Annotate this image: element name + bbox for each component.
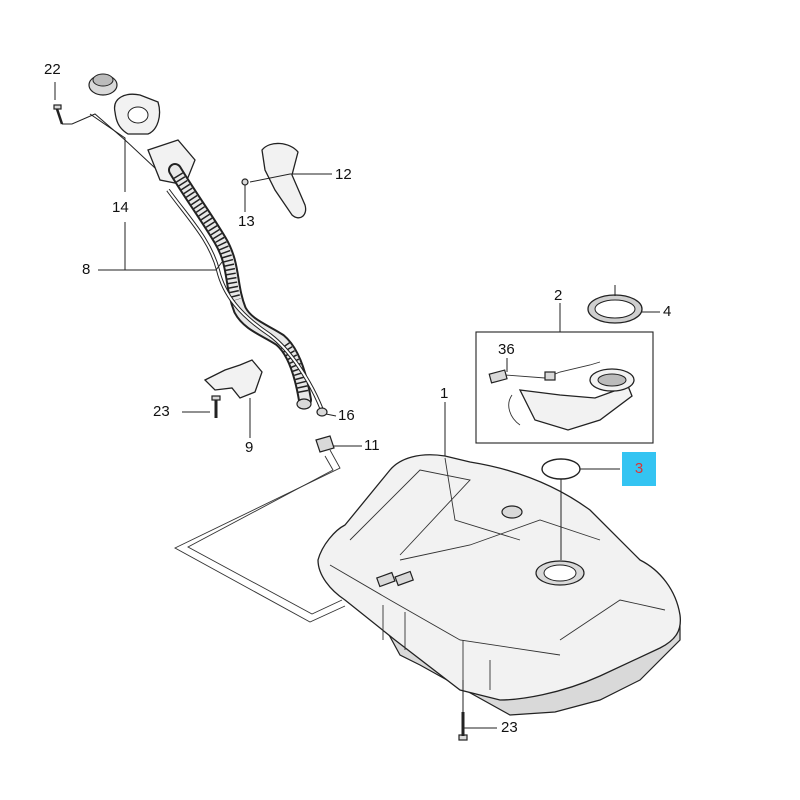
tank-ridge-4 — [559, 599, 666, 641]
callout-1: 1 — [440, 385, 449, 402]
callout-11: 11 — [364, 437, 380, 454]
callout-13: 13 — [238, 213, 255, 230]
hose-clamp-16 — [316, 407, 328, 417]
bolt-22-part — [53, 104, 64, 125]
lock-ring-4 — [587, 294, 643, 324]
tank-vent-port — [501, 505, 523, 519]
bracket-12 — [261, 142, 307, 219]
callout-2: 2 — [554, 287, 563, 304]
tank-ridge-5 — [329, 564, 561, 656]
callout-4: 4 — [663, 303, 672, 320]
bolt-13 — [241, 178, 249, 186]
callout-9: 9 — [245, 439, 254, 456]
fuel-pump-module — [518, 385, 633, 431]
filler-bracket — [203, 359, 263, 418]
fuel-tank — [317, 454, 682, 716]
callout-12: 12 — [335, 166, 352, 183]
bolt-23-lower — [458, 712, 468, 741]
tank-pump-opening-inner — [543, 564, 577, 582]
callout-16: 16 — [338, 407, 355, 424]
tank-ridge-1 — [349, 469, 471, 556]
gasket-3 — [541, 458, 581, 480]
callout-23-upper: 23 — [153, 403, 170, 420]
tank-connector-a — [376, 571, 396, 588]
hose-clamp-lower — [296, 398, 312, 410]
tank-body — [317, 454, 682, 701]
bracket-9 — [203, 359, 263, 399]
callout-3-highlighted[interactable]: 3 — [622, 452, 656, 486]
callout-14: 14 — [112, 199, 129, 216]
callout-23-lower: 23 — [501, 719, 518, 736]
fuel-pump-assembly-box — [475, 331, 654, 444]
callout-8: 8 — [82, 261, 91, 278]
leader-lines — [54, 82, 660, 730]
heat-shield-bracket — [241, 142, 307, 219]
callout-36: 36 — [498, 341, 515, 358]
filler-pipe-assembly — [88, 73, 335, 453]
tank-ridge-3 — [399, 519, 601, 561]
tank-ridge-2 — [444, 457, 521, 541]
tank-connector-b — [394, 570, 414, 587]
callout-22: 22 — [44, 61, 61, 78]
pump-box-frame — [475, 331, 654, 444]
hose-routing-outline — [174, 449, 346, 623]
hose-connector-11 — [315, 435, 335, 453]
wire-harness-36 — [504, 361, 601, 379]
